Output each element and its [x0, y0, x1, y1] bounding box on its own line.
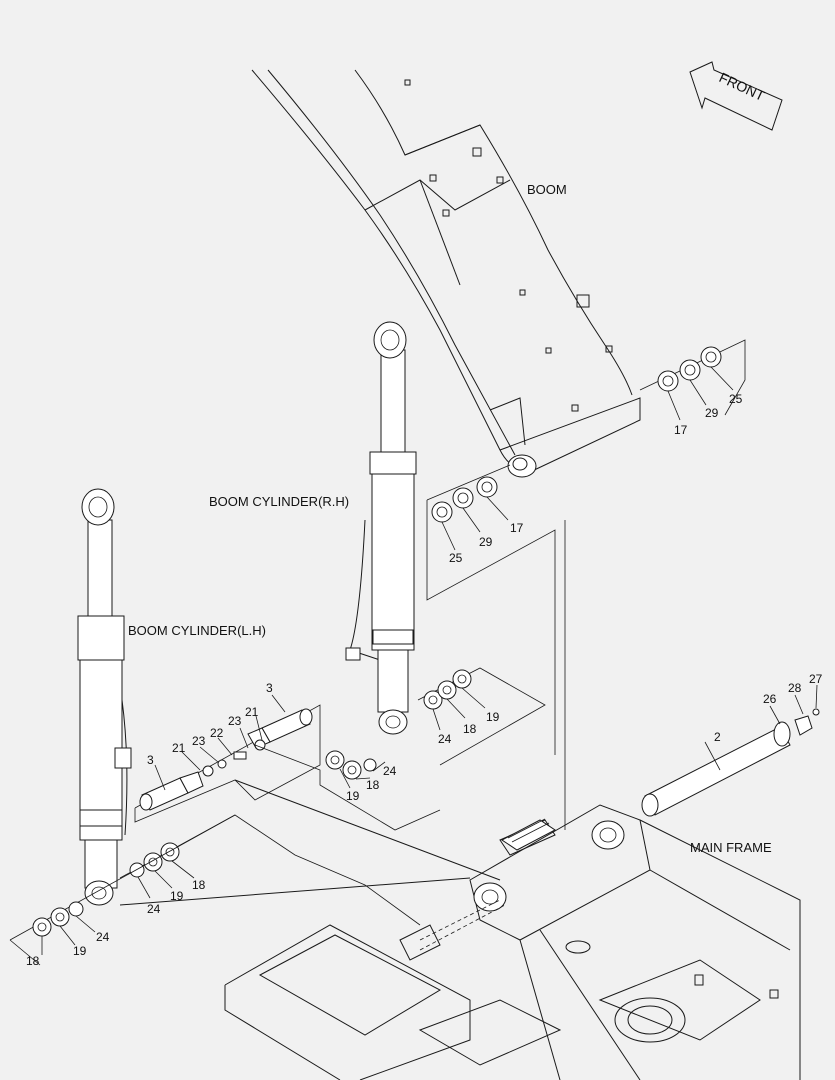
callout-23-lower: 23	[192, 734, 206, 748]
callout-26: 26	[763, 692, 777, 706]
callout-17: 17	[674, 423, 688, 437]
callout-3-upper: 3	[266, 681, 273, 695]
washers-rh-upper	[417, 667, 546, 766]
callout-18-rh-lower: 18	[366, 778, 380, 792]
pin-hardware-group	[134, 694, 321, 823]
callout-24-rh-upper: 24	[438, 732, 452, 746]
callout-25-left: 25	[449, 551, 463, 565]
callout-21-lower: 21	[172, 741, 186, 755]
callout-3-lower: 3	[147, 753, 154, 767]
callout-18-lh-upper: 18	[192, 878, 206, 892]
callout-24-lh-lower: 24	[96, 930, 110, 944]
boom-pin-washers-left	[426, 464, 566, 830]
callout-22: 22	[210, 726, 224, 740]
front-label: FRONT	[717, 69, 768, 104]
callout-25: 25	[729, 392, 743, 406]
main-frame	[119, 779, 801, 1080]
callout-24-lh-upper: 24	[147, 902, 161, 916]
pin-3-lower	[139, 771, 204, 811]
boom-foot-pin-2	[641, 684, 820, 817]
boom-pin-washers-right	[639, 339, 746, 421]
step	[501, 818, 556, 851]
washers-rh-lower	[254, 744, 441, 831]
callout-27: 27	[809, 672, 823, 686]
callout-19-lh-upper: 19	[170, 889, 184, 903]
callout-28: 28	[788, 681, 802, 695]
boom-cylinder-lh	[77, 488, 132, 906]
callout-18-rh-upper: 18	[463, 722, 477, 736]
boom	[251, 69, 641, 478]
boom-cylinder-lh-label: BOOM CYLINDER(L.H)	[128, 623, 266, 638]
boom-cylinder-rh-label: BOOM CYLINDER(R.H)	[209, 494, 349, 509]
washers-lh-lower	[9, 814, 236, 966]
callout-17-left: 17	[510, 521, 524, 535]
callout-29: 29	[705, 406, 719, 420]
front-arrow: FRONT	[689, 61, 783, 131]
washers-lh-upper	[119, 814, 421, 926]
callout-18-lh-lower: 18	[26, 954, 40, 968]
callout-29-left: 29	[479, 535, 493, 549]
callout-21-upper: 21	[245, 705, 259, 719]
callout-19-rh-lower: 19	[346, 789, 360, 803]
callout-19-rh-upper: 19	[486, 710, 500, 724]
boom-cylinder-rh	[345, 321, 417, 735]
main-frame-label: MAIN FRAME	[690, 840, 772, 855]
callout-24-rh-lower: 24	[383, 764, 397, 778]
callout-23-upper: 23	[228, 714, 242, 728]
callout-2: 2	[714, 730, 721, 744]
boom-label: BOOM	[527, 182, 567, 197]
callout-19-lh-lower: 19	[73, 944, 87, 958]
